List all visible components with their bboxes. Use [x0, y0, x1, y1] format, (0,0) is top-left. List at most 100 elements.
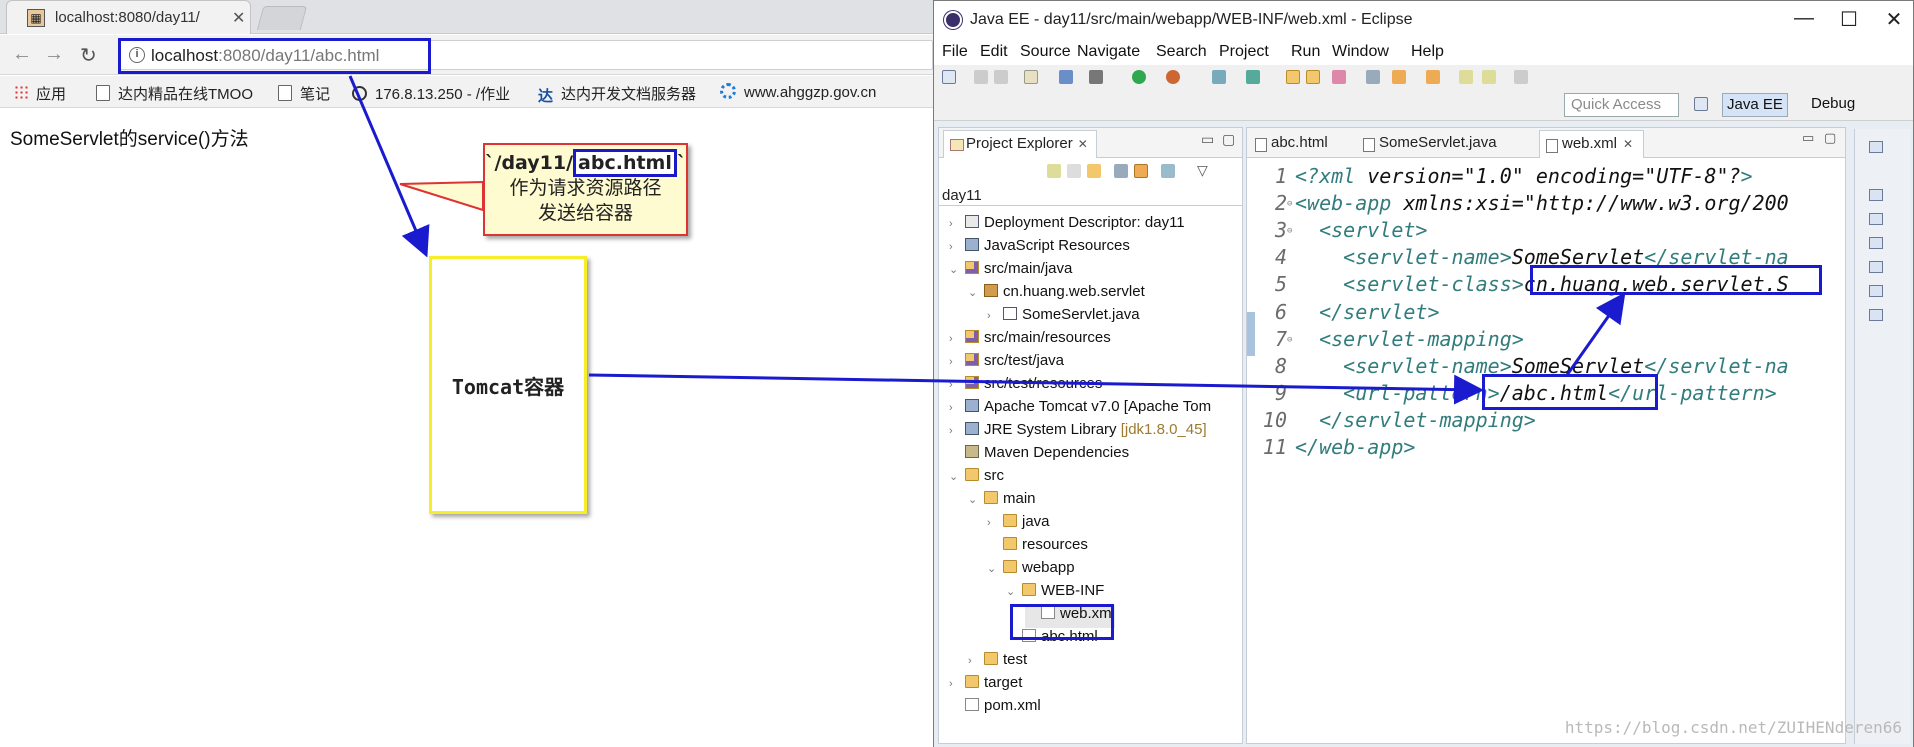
- code-line[interactable]: 6 </servlet>: [1247, 300, 1440, 327]
- external-tools-icon[interactable]: [1166, 70, 1180, 84]
- new-icon[interactable]: [942, 70, 956, 84]
- code-line[interactable]: 1<?xml version="1.0" encoding="UTF-8"?>: [1247, 164, 1753, 191]
- expand-icon[interactable]: ›: [987, 517, 991, 529]
- forward-nav-icon[interactable]: [1482, 70, 1496, 84]
- tree-item-web-inf[interactable]: ⌄WEB-INF: [1006, 582, 1104, 605]
- bookmark-ahggzp[interactable]: www.ahggzp.gov.cn: [720, 83, 876, 101]
- menu-run[interactable]: Run: [1291, 43, 1321, 60]
- collapse-icon[interactable]: ⌄: [987, 563, 997, 575]
- restore-icon[interactable]: [1869, 141, 1883, 153]
- collapse-icon[interactable]: ⌄: [949, 471, 959, 483]
- tree-item-web-xml[interactable]: web.xml: [1025, 605, 1116, 628]
- collapse-icon[interactable]: ⌄: [968, 494, 978, 506]
- expand-icon[interactable]: ›: [949, 425, 953, 437]
- menu-navigate[interactable]: Navigate: [1077, 43, 1141, 60]
- new-server-icon[interactable]: [1212, 70, 1226, 84]
- close-window-button[interactable]: ✕: [1885, 9, 1903, 31]
- tree-item-someservlet-java[interactable]: ›SomeServlet.java: [987, 306, 1140, 329]
- close-tab-icon[interactable]: ✕: [232, 10, 246, 27]
- data-source-icon[interactable]: [1869, 261, 1883, 273]
- menu-window[interactable]: Window: [1332, 43, 1389, 60]
- junit-icon[interactable]: [1869, 285, 1883, 297]
- annotation-prev-icon[interactable]: [1426, 70, 1440, 84]
- maximize-view-icon[interactable]: ▢: [1222, 131, 1236, 147]
- tab-web-xml[interactable]: web.xml✕: [1539, 130, 1645, 158]
- tree-item-src-main-java[interactable]: ⌄src/main/java: [949, 260, 1072, 283]
- tree-item-pom-xml[interactable]: pom.xml: [949, 697, 1041, 720]
- link-with-editor-icon[interactable]: [1134, 164, 1148, 178]
- collapse-icon[interactable]: ⌄: [949, 264, 959, 276]
- forward-arrow-icon[interactable]: [1067, 164, 1081, 178]
- fold-toggle-icon[interactable]: ⊖: [1287, 226, 1293, 237]
- perspective-debug[interactable]: Debug: [1811, 95, 1856, 112]
- back-arrow-icon[interactable]: [1047, 164, 1061, 178]
- tree-item-src-test-resources[interactable]: ›src/test/resources: [949, 375, 1102, 398]
- tree-item-webapp[interactable]: ⌄webapp: [987, 559, 1075, 582]
- expand-icon[interactable]: ›: [949, 678, 953, 690]
- back-icon[interactable]: ←: [12, 43, 32, 65]
- annotation-next-icon[interactable]: [1392, 70, 1406, 84]
- debug-icon[interactable]: [1089, 70, 1103, 84]
- address-url[interactable]: localhost:8080/day11/abc.html: [151, 46, 379, 66]
- perspective-java-ee[interactable]: Java EE: [1722, 93, 1788, 117]
- expand-icon[interactable]: ›: [949, 218, 953, 230]
- bookmark-homework[interactable]: 176.8.13.250 - /作业: [352, 83, 510, 104]
- new-tab-button[interactable]: [256, 6, 308, 30]
- expand-icon[interactable]: ›: [949, 402, 953, 414]
- quick-access-input[interactable]: Quick Access: [1564, 93, 1679, 117]
- outline-icon[interactable]: [1869, 189, 1883, 201]
- bookmark-docs[interactable]: 达达内开发文档服务器: [538, 83, 696, 105]
- tree-item-apache-tomcat[interactable]: ›Apache Tomcat v7.0 [Apache Tom: [949, 398, 1211, 421]
- expand-icon[interactable]: ›: [949, 356, 953, 368]
- minimize-view-icon[interactable]: ▭: [1201, 131, 1215, 147]
- tab-abc-html[interactable]: abc.html: [1249, 130, 1338, 158]
- new-class-icon[interactable]: [1246, 70, 1260, 84]
- menu-file[interactable]: File: [942, 43, 968, 60]
- close-icon[interactable]: ✕: [1077, 137, 1088, 151]
- code-line[interactable]: 11</web-app>: [1247, 435, 1416, 462]
- tree-item-jre-library[interactable]: ›JRE System Library [jdk1.8.0_45]: [949, 421, 1207, 444]
- menu-edit[interactable]: Edit: [980, 43, 1008, 60]
- info-icon[interactable]: i: [129, 47, 145, 63]
- maximize-button[interactable]: ☐: [1840, 9, 1858, 31]
- code-line[interactable]: 3⊖ <servlet>: [1247, 218, 1428, 245]
- menu-search[interactable]: Search: [1156, 43, 1207, 60]
- collapse-icon[interactable]: ⌄: [968, 287, 978, 299]
- tree-item-src-main-resources[interactable]: ›src/main/resources: [949, 329, 1111, 352]
- forward-icon[interactable]: →: [44, 43, 64, 65]
- bookmark-apps[interactable]: 应用: [14, 83, 66, 104]
- minimize-view-icon[interactable]: ▭: [1802, 130, 1815, 145]
- tab-project-explorer[interactable]: Project Explorer✕: [943, 130, 1097, 158]
- search-icon[interactable]: [1332, 70, 1346, 84]
- collapse-icon[interactable]: ⌄: [1006, 586, 1016, 598]
- tree-item-resources[interactable]: resources: [987, 536, 1088, 559]
- open-resource-icon[interactable]: [1306, 70, 1320, 84]
- view-menu-icon[interactable]: ▽: [1197, 162, 1208, 178]
- open-perspective-icon[interactable]: [1694, 97, 1708, 111]
- code-line[interactable]: 10 </servlet-mapping>: [1247, 408, 1536, 435]
- menu-source[interactable]: Source: [1020, 43, 1071, 60]
- focus-icon[interactable]: [1161, 164, 1175, 178]
- server-icon[interactable]: [1059, 70, 1073, 84]
- bookmark-notes[interactable]: 笔记: [278, 83, 330, 104]
- expand-icon[interactable]: ›: [949, 379, 953, 391]
- toggle-mark-icon[interactable]: [1366, 70, 1380, 84]
- back-nav-icon[interactable]: [1459, 70, 1473, 84]
- browser-tab-active[interactable]: ▦ localhost:8080/day11/ ✕: [6, 0, 251, 34]
- maximize-view-icon[interactable]: ▢: [1824, 130, 1837, 145]
- expand-icon[interactable]: ›: [949, 333, 953, 345]
- open-type-icon[interactable]: [1286, 70, 1300, 84]
- pin-icon[interactable]: [1514, 70, 1528, 84]
- tree-item-javascript-resources[interactable]: ›JavaScript Resources: [949, 237, 1130, 260]
- tree-item-package[interactable]: ⌄cn.huang.web.servlet: [968, 283, 1145, 306]
- servers-icon[interactable]: [1869, 237, 1883, 249]
- fold-toggle-icon[interactable]: ⊖: [1287, 334, 1293, 345]
- tree-item-src-test-java[interactable]: ›src/test/java: [949, 352, 1064, 375]
- close-icon[interactable]: ✕: [1623, 137, 1634, 151]
- properties-icon[interactable]: [1024, 70, 1038, 84]
- bookmark-tmooc[interactable]: 达内精品在线TMOO: [96, 83, 253, 104]
- tree-item-java[interactable]: ›java: [987, 513, 1050, 536]
- save-all-icon[interactable]: [994, 70, 1008, 84]
- expand-icon[interactable]: ›: [987, 310, 991, 322]
- tab-someservlet-java[interactable]: SomeServlet.java: [1357, 130, 1507, 158]
